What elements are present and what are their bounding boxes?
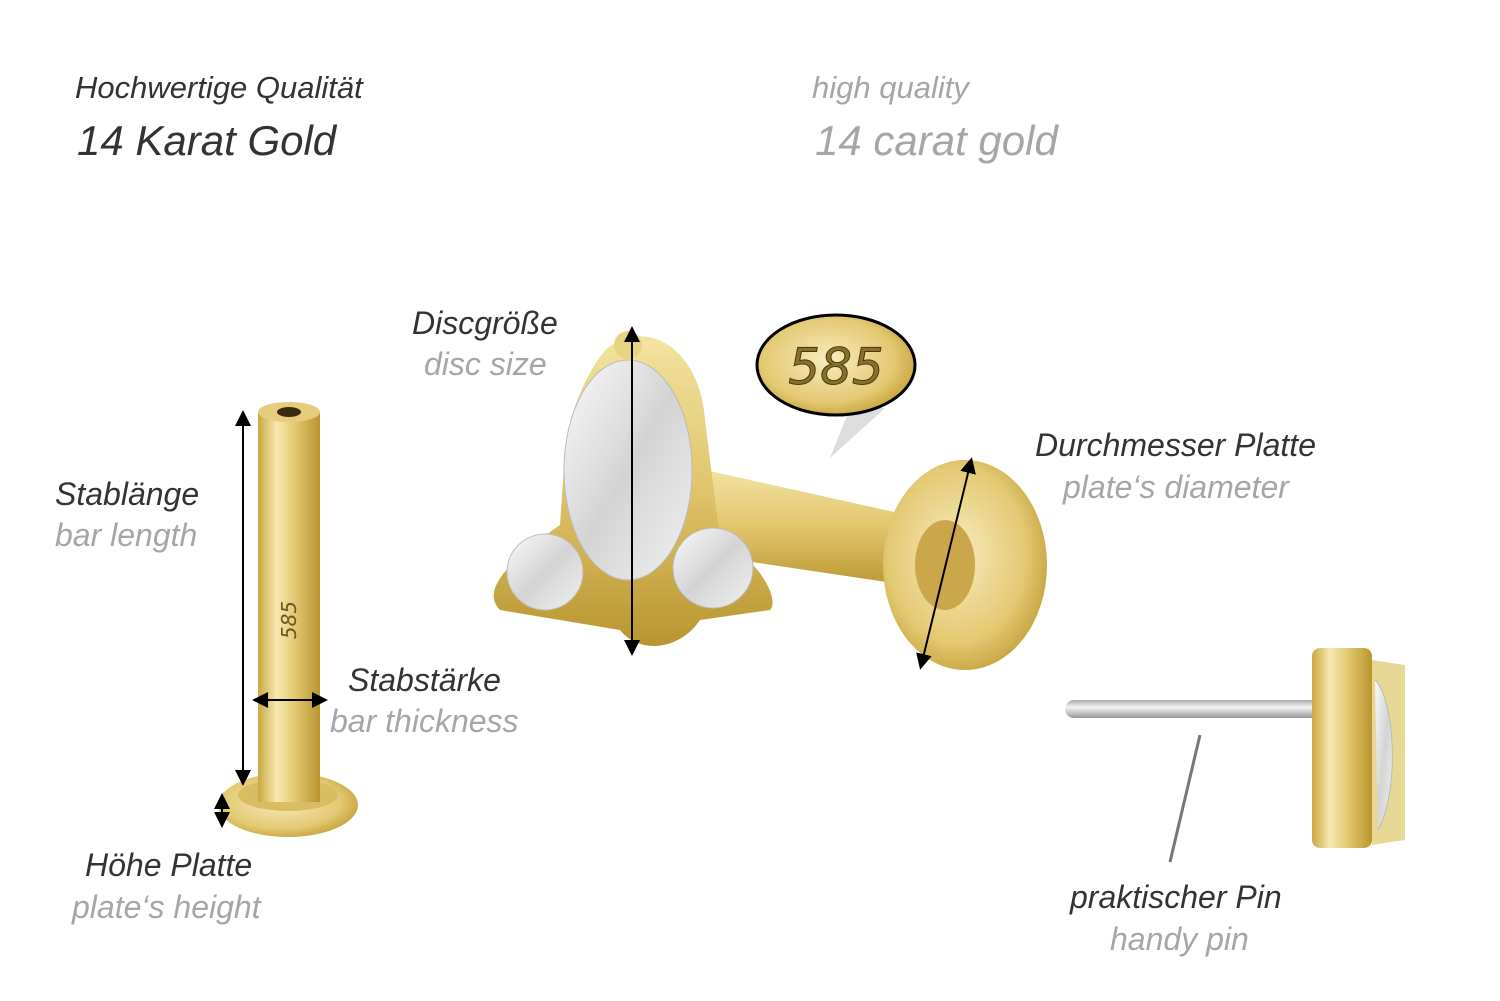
hallmark-badge: 585 bbox=[755, 313, 917, 458]
bar-thickness-label-de: Stabstärke bbox=[348, 662, 501, 698]
bar-thickness-label-en: bar thickness bbox=[330, 703, 519, 739]
plate-diameter-label-de: Durchmesser Platte bbox=[1035, 427, 1316, 463]
disc-size-label-en: disc size bbox=[424, 346, 547, 382]
hallmark-text: 585 bbox=[788, 338, 883, 396]
pin-label-de: praktischer Pin bbox=[1070, 879, 1282, 915]
pin-top bbox=[1065, 648, 1405, 848]
plate-diameter-arrow bbox=[916, 457, 976, 670]
quality-title-en: high quality bbox=[812, 70, 969, 105]
disc-size-label-de: Discgröße bbox=[412, 305, 558, 341]
pin-label-en: handy pin bbox=[1110, 921, 1249, 957]
gold-title-de: 14 Karat Gold bbox=[77, 117, 337, 164]
gold-title-en: 14 carat gold bbox=[815, 117, 1058, 164]
plate-height-label-de: Höhe Platte bbox=[85, 847, 253, 883]
plate-diameter-label-en: plate‘s diameter bbox=[1063, 469, 1289, 505]
plate-height-label-en: plate‘s height bbox=[72, 889, 261, 925]
bar-engraving: 585 bbox=[277, 601, 301, 639]
labret-bar: 585 bbox=[218, 402, 358, 837]
bar-length-label-en: bar length bbox=[55, 517, 198, 553]
quality-title-de: Hochwertige Qualität bbox=[75, 70, 363, 105]
bar-length-label-de: Stablänge bbox=[55, 476, 200, 512]
pin-pointer-line bbox=[1168, 734, 1202, 863]
